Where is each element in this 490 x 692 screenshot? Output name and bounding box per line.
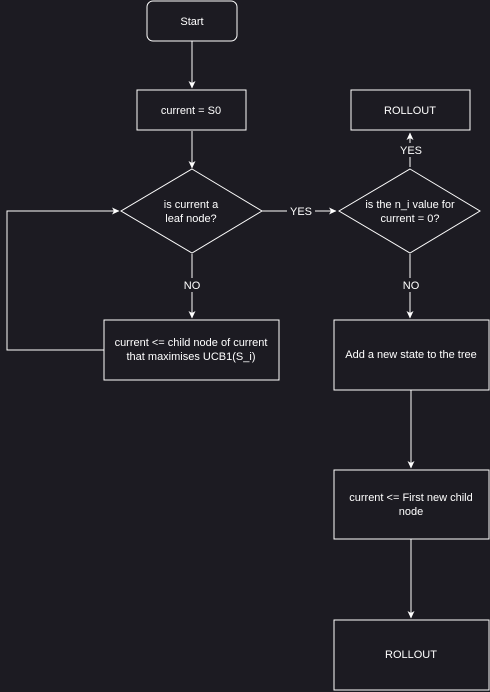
edge-labels: YES NO YES NO bbox=[180, 143, 425, 292]
node-init: current = S0 bbox=[136, 89, 247, 131]
ni-check-line-2: current = 0? bbox=[380, 213, 439, 225]
label-leaf-yes: YES bbox=[290, 206, 312, 218]
node-ni-check: is the n_i value for current = 0? bbox=[338, 168, 481, 254]
ni-check-line-1: is the n_i value for bbox=[365, 199, 455, 211]
start-label: Start bbox=[180, 16, 203, 28]
node-rollout-top: ROLLOUT bbox=[350, 89, 471, 131]
label-leaf-no: NO bbox=[184, 280, 201, 292]
label-ni-no: NO bbox=[403, 280, 420, 292]
leaf-check-line-2: leaf node? bbox=[165, 213, 216, 225]
leaf-check-line-1: is current a bbox=[164, 199, 219, 211]
first-child-line-2: node bbox=[399, 506, 423, 518]
label-ni-yes: YES bbox=[400, 145, 422, 157]
first-child-line-1: current <= First new child bbox=[349, 492, 473, 504]
rollout-bottom-label: ROLLOUT bbox=[385, 649, 437, 661]
node-rollout-bottom: ROLLOUT bbox=[333, 619, 490, 691]
node-select-child: current <= child node of current that ma… bbox=[103, 319, 280, 381]
rollout-top-label: ROLLOUT bbox=[384, 105, 436, 117]
add-state-label: Add a new state to the tree bbox=[345, 349, 476, 361]
node-leaf-check: is current a leaf node? bbox=[120, 168, 263, 254]
edge-loop-back bbox=[6, 207, 120, 351]
select-child-line-2: that maximises UCB1(S_i) bbox=[127, 351, 256, 363]
node-start: Start bbox=[146, 0, 238, 42]
init-label: current = S0 bbox=[161, 105, 221, 117]
node-add-state: Add a new state to the tree bbox=[333, 319, 490, 391]
select-child-line-1: current <= child node of current bbox=[115, 337, 268, 349]
node-first-child: current <= First new child node bbox=[333, 469, 490, 540]
